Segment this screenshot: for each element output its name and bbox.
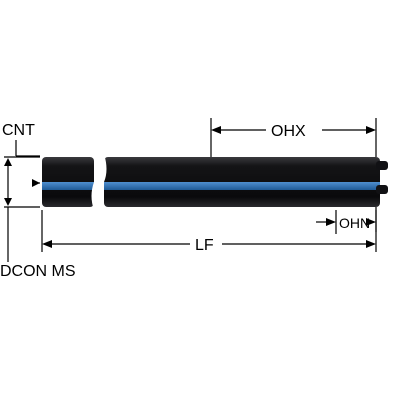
cnt-label: CNT bbox=[2, 122, 35, 139]
ohn-label: OHN bbox=[339, 215, 370, 231]
end-nub-top bbox=[376, 161, 388, 170]
break-mark bbox=[91, 154, 107, 210]
coolant-stripe-left bbox=[42, 182, 94, 190]
end-nub-bottom bbox=[376, 185, 388, 194]
ohn-dimension bbox=[316, 207, 377, 234]
dcon-ms-dimension bbox=[4, 156, 40, 262]
lf-label: LF bbox=[195, 237, 214, 254]
dcon-ms-label: DCON MS bbox=[0, 263, 76, 280]
cnt-dimension bbox=[15, 140, 40, 187]
coolant-stripe-right bbox=[104, 182, 380, 190]
tool-shank bbox=[42, 154, 388, 210]
ohx-label: OHX bbox=[271, 123, 306, 140]
ohx-dimension bbox=[210, 118, 377, 157]
